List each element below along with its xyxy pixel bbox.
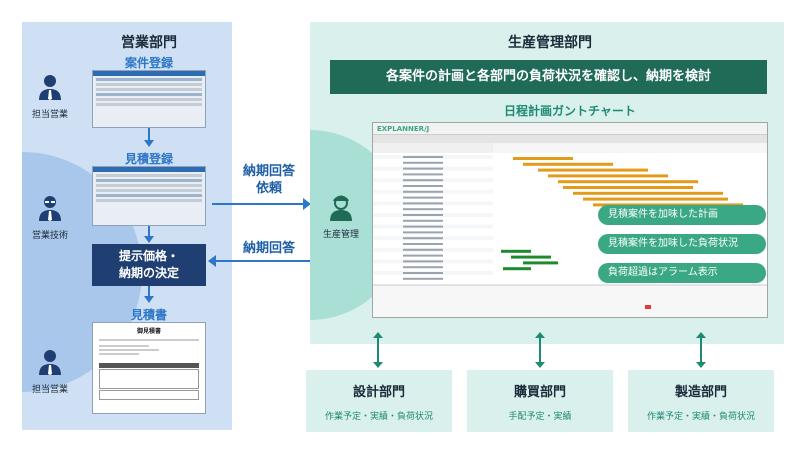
- gantt-plan-bar: [538, 168, 648, 172]
- design-dept-name: 設計部門: [352, 385, 405, 400]
- purchase-department: 購買部門 手配予定・実績: [467, 370, 613, 432]
- estimate-document: 御見積書: [92, 322, 206, 414]
- gantt-plan-bar: [558, 180, 698, 184]
- callout-load: 見積案件を加味した負荷状況: [598, 234, 766, 254]
- sales-title: 営業部門: [121, 35, 177, 51]
- sales-rep-person-1: 担当営業: [30, 73, 70, 120]
- role-label-engineer: 営業技術: [31, 231, 68, 241]
- request-arrow-line: [212, 203, 304, 205]
- production-manager-person: 生産管理: [318, 192, 364, 240]
- gantt-task-name: [403, 237, 443, 240]
- case-registration-screenshot: [92, 70, 206, 128]
- answer-arrowhead: [208, 255, 216, 267]
- decision-box: 提示価格・ 納期の決定: [92, 244, 206, 286]
- gantt-title: 日程計画ガントチャート: [504, 104, 636, 118]
- person-glasses-icon: [39, 196, 61, 221]
- request-label: 納期回答 依頼: [242, 164, 295, 196]
- gantt-plan-bar: [563, 186, 693, 189]
- production-role-label: 生産管理: [322, 230, 359, 240]
- gantt-actual-bar: [501, 249, 531, 253]
- gantt-task-name: [403, 231, 443, 234]
- gantt-task-name: [403, 214, 443, 216]
- estimate-doc-label: 見積書: [130, 308, 167, 322]
- gantt-task-name: [403, 254, 443, 257]
- gantt-plan-bar: [573, 191, 723, 195]
- gantt-task-name: [403, 272, 443, 274]
- gantt-task-name: [403, 266, 443, 269]
- callout-plan: 見積案件を加味した計画: [598, 205, 766, 225]
- gantt-screenshot: EXPLANNER/J: [372, 122, 768, 318]
- gantt-task-name: [403, 156, 443, 158]
- decision-text: 提示価格・ 納期の決定: [118, 249, 179, 280]
- manufacture-dept-sub: 作業予定・実績・負荷状況: [646, 412, 755, 422]
- answer-label: 納期回答: [242, 241, 295, 256]
- manufacture-department: 製造部門 作業予定・実績・負荷状況: [628, 370, 774, 432]
- case-registration-label: 案件登録: [124, 56, 173, 70]
- gantt-task-name: [403, 190, 443, 193]
- gantt-task-name: [403, 260, 443, 263]
- purchase-dept-name: 購買部門: [513, 385, 566, 400]
- sales-rep-person-2: 担当営業: [30, 348, 70, 395]
- estimate-registration-label: 見積登録: [124, 152, 173, 166]
- person-icon: [39, 350, 61, 375]
- gantt-task-name: [403, 248, 443, 251]
- gantt-task-name: [403, 161, 443, 164]
- design-department: 設計部門 作業予定・実績・負荷状況: [306, 370, 452, 432]
- gantt-task-name: [403, 167, 443, 170]
- gantt-chart-body: [373, 135, 767, 317]
- flow-arrow-1: [144, 140, 154, 147]
- worker-cap-icon: [330, 195, 352, 221]
- role-label-sales-1: 担当営業: [31, 110, 68, 120]
- gantt-task-name: [403, 173, 443, 176]
- gantt-task-name: [403, 202, 443, 205]
- request-arrowhead: [303, 198, 311, 210]
- production-title: 生産管理部門: [508, 35, 592, 51]
- gantt-task-name: [403, 277, 443, 280]
- purchase-dept-sub: 手配予定・実績: [508, 412, 572, 422]
- gantt-plan-bar: [548, 174, 668, 178]
- gantt-plan-bar: [593, 203, 743, 207]
- design-dept-sub: 作業予定・実績・負荷状況: [324, 412, 433, 422]
- gantt-task-name: [403, 243, 443, 245]
- gantt-actual-bar: [523, 261, 558, 265]
- gantt-actual-bar: [511, 255, 551, 259]
- gantt-actual-bar: [503, 267, 531, 271]
- estimate-registration-screenshot: [92, 166, 206, 226]
- manufacture-double-arrow: [696, 332, 706, 368]
- gantt-task-name: [403, 196, 443, 199]
- gantt-task-name: [403, 219, 443, 222]
- gantt-app-name: EXPLANNER/J: [373, 123, 767, 135]
- sales-engineer-person: 営業技術: [30, 194, 70, 241]
- manufacture-dept-name: 製造部門: [674, 385, 727, 400]
- gantt-task-name: [403, 185, 443, 187]
- production-banner: 各案件の計画と各部門の負荷状況を確認し、納期を検討: [330, 60, 767, 94]
- flow-line-1: [148, 128, 150, 140]
- callout-alarm: 負荷超過はアラーム表示: [598, 263, 766, 283]
- gantt-task-name: [403, 179, 443, 182]
- gantt-plan-bar: [513, 157, 573, 160]
- flow-line-3: [148, 286, 150, 296]
- gantt-plan-bar: [583, 197, 728, 201]
- gantt-plan-bar: [523, 162, 613, 166]
- estimate-doc-header: 御見積書: [136, 328, 161, 335]
- design-double-arrow: [373, 332, 383, 368]
- person-icon: [39, 75, 61, 100]
- answer-arrow-line: [216, 260, 310, 262]
- gantt-task-name: [403, 208, 443, 211]
- flow-arrow-2: [144, 236, 154, 243]
- purchase-double-arrow: [535, 332, 545, 368]
- gantt-task-name: [403, 225, 443, 228]
- flow-line-2: [148, 226, 150, 236]
- flow-arrow-3: [144, 296, 154, 303]
- role-label-sales-2: 担当営業: [31, 385, 68, 395]
